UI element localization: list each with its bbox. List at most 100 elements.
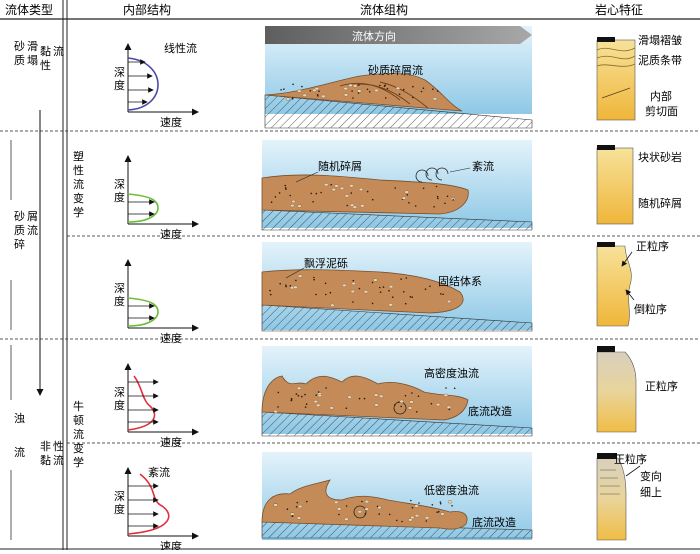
grain xyxy=(415,411,418,413)
grain xyxy=(433,206,435,208)
grain xyxy=(295,506,298,508)
grain xyxy=(422,187,425,190)
fabric-label: 低密度浊流 xyxy=(424,483,479,497)
grain xyxy=(371,281,374,284)
header-flow-fabric: 流体组构 xyxy=(360,2,408,17)
grain xyxy=(295,279,297,282)
label-viscous: 黏性流 xyxy=(40,44,64,72)
core-label: 滑塌褶皱 xyxy=(638,33,682,47)
core-label: 变向 xyxy=(640,469,662,483)
grain xyxy=(451,505,453,507)
grain xyxy=(351,90,353,92)
core-column xyxy=(596,39,636,121)
grain xyxy=(278,192,281,194)
grain xyxy=(305,403,308,406)
core-label: 正粒序 xyxy=(636,239,669,253)
depth-axis-label: 深度 xyxy=(114,66,125,92)
grain xyxy=(284,187,287,189)
grain xyxy=(384,97,387,99)
flow-body xyxy=(264,72,463,112)
grain xyxy=(315,293,317,296)
grain xyxy=(298,504,303,509)
leader-line xyxy=(295,171,319,183)
grain xyxy=(285,97,291,101)
grain xyxy=(424,516,430,520)
grain xyxy=(290,399,293,401)
grain xyxy=(435,185,438,188)
grain xyxy=(291,98,294,100)
grain xyxy=(273,409,278,414)
substrate xyxy=(264,94,533,129)
grain xyxy=(317,391,320,393)
core-label: 内部 xyxy=(650,89,672,103)
core-sample-1: 滑塌褶皱 泥质条带 内部 剪切面 xyxy=(596,33,682,121)
grain xyxy=(292,83,294,86)
grain xyxy=(301,85,303,88)
speed-axis-label: 速度 xyxy=(160,115,182,129)
profile-label: 线性流 xyxy=(164,41,197,55)
grain xyxy=(290,397,293,400)
velocity-curve xyxy=(127,193,159,223)
grain xyxy=(314,87,319,91)
grain xyxy=(429,285,431,288)
grain xyxy=(317,95,319,97)
depth-axis-label: 深度 xyxy=(114,386,125,412)
grain xyxy=(418,502,420,504)
fabric-label: 固结体系 xyxy=(438,274,482,288)
grain xyxy=(304,393,306,396)
label-turbidity: 浊流 xyxy=(14,412,25,459)
grain xyxy=(329,291,332,294)
grain xyxy=(399,399,404,403)
shear-plane xyxy=(601,87,631,99)
grain xyxy=(402,88,405,91)
grain xyxy=(324,183,329,187)
grain xyxy=(350,289,355,294)
grain xyxy=(408,202,410,204)
label-non-viscous: 非黏性流 xyxy=(40,439,64,467)
grain xyxy=(412,85,414,88)
grain xyxy=(273,503,278,507)
leader-line xyxy=(449,167,471,173)
grain xyxy=(363,290,369,294)
grain xyxy=(285,285,287,288)
grain xyxy=(448,408,451,411)
grain xyxy=(306,500,308,503)
core-column xyxy=(596,351,637,433)
grain xyxy=(411,296,414,299)
grain xyxy=(293,285,298,289)
core-column xyxy=(596,457,627,541)
grain xyxy=(444,202,446,205)
grain xyxy=(274,196,277,198)
grain xyxy=(286,508,289,511)
grain xyxy=(452,199,455,201)
grain xyxy=(352,84,358,88)
label-plastic-rheology: 塑性流变学 xyxy=(73,149,84,219)
grain xyxy=(420,90,423,93)
lamination xyxy=(600,469,620,495)
grain xyxy=(296,501,299,504)
eddy xyxy=(353,505,367,519)
fabric-panel-4: 高密度浊流 底流改造 xyxy=(261,346,533,437)
grain xyxy=(436,511,439,513)
core-label: 细上 xyxy=(640,486,662,499)
grain xyxy=(290,204,295,208)
flow-grains xyxy=(269,83,456,523)
grain xyxy=(374,403,379,407)
grain xyxy=(342,283,347,287)
grain xyxy=(437,197,439,200)
grain xyxy=(394,187,397,189)
core-sample-4: 正粒序 xyxy=(596,346,678,433)
grain xyxy=(352,97,354,99)
grain xyxy=(376,505,379,508)
fabric-label: 底流改造 xyxy=(468,404,512,418)
grain xyxy=(290,512,295,516)
leader-line xyxy=(625,289,635,301)
grain xyxy=(388,303,393,307)
grain xyxy=(411,506,414,509)
grain xyxy=(297,204,302,208)
header-internal-structure: 内部结构 xyxy=(123,2,171,17)
